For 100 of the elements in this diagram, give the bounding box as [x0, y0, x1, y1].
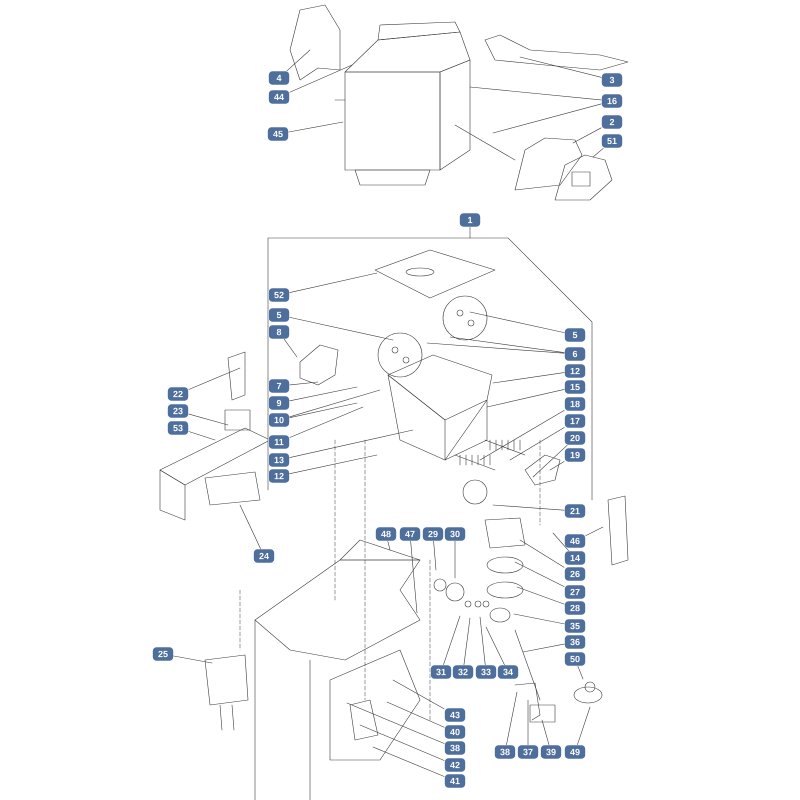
leader-line [284, 339, 298, 358]
callout-number: 6 [564, 346, 586, 362]
callout-number: 7 [268, 378, 290, 394]
callout-number: 9 [268, 396, 290, 410]
leader-line [480, 410, 564, 460]
callout-number: 32 [452, 664, 474, 680]
leader-line [410, 541, 418, 614]
leader-line [290, 272, 378, 293]
leader-line [174, 656, 212, 664]
callout-number: 5 [564, 328, 586, 342]
callout-number: 28 [564, 600, 586, 616]
callout-number: 16 [601, 94, 623, 108]
leader-line [392, 680, 444, 710]
callout-number: 33 [475, 664, 497, 680]
leader-line [510, 427, 564, 460]
callout-number: 25 [152, 646, 174, 662]
leader-line [592, 148, 604, 158]
leader-line [188, 431, 216, 440]
callout-number: 8 [268, 324, 290, 340]
callout-number: 13 [268, 452, 290, 468]
callout-number: 17 [564, 414, 586, 428]
leader-line [550, 461, 564, 470]
callout-number: 51 [601, 134, 623, 148]
leader-line [492, 504, 564, 511]
leader-line [470, 86, 602, 100]
callout-number: 42 [444, 758, 466, 772]
leader-line [240, 504, 261, 549]
leader-line [552, 532, 569, 551]
callout-number: 2 [601, 114, 623, 130]
callout-number: 30 [444, 526, 466, 542]
leader-line [450, 336, 564, 353]
callout-number: 50 [564, 652, 586, 666]
leader-line [470, 312, 564, 333]
leader-line [188, 368, 240, 390]
callout-number: 43 [444, 708, 466, 722]
callout-number: 49 [564, 744, 586, 760]
callout-number: 34 [497, 664, 519, 680]
callout-number: 19 [564, 448, 586, 462]
callout-number: 24 [253, 548, 275, 564]
leader-line [454, 541, 456, 578]
callout-number: 26 [564, 566, 586, 582]
callout-number: 31 [430, 664, 452, 680]
callout-number: 12 [268, 468, 290, 484]
leader-line [572, 128, 602, 144]
callout-number: 11 [268, 434, 290, 450]
leader-line [290, 430, 414, 458]
leader-line [290, 382, 318, 386]
callout-number: 39 [540, 744, 562, 760]
leader-line [514, 614, 564, 624]
callout-number: 47 [399, 526, 421, 542]
callout-number: 20 [564, 430, 586, 446]
callout-number: 46 [564, 534, 586, 548]
leader-line [520, 56, 602, 78]
leader-line [426, 342, 564, 354]
callout-number: 12 [564, 364, 586, 378]
callout-number: 37 [517, 744, 539, 760]
callout-number: 14 [564, 550, 586, 566]
leader-line [492, 104, 602, 134]
leader-line [522, 644, 564, 652]
callout-number: 29 [422, 526, 444, 542]
leader-line [542, 720, 550, 745]
callout-number: 3 [601, 72, 623, 88]
leader-line [532, 445, 568, 478]
callout-number: 44 [268, 90, 290, 104]
leader-line [443, 616, 460, 665]
leader-line [464, 618, 470, 665]
callout-number: 22 [167, 386, 189, 402]
leader-line [486, 389, 564, 408]
leader-line [433, 541, 436, 570]
callout-number: 18 [564, 396, 586, 412]
callout-number: 45 [267, 126, 289, 142]
leader-line [516, 586, 564, 604]
leader-line [290, 64, 352, 93]
callout-number: 35 [564, 618, 586, 634]
leader-line [290, 386, 358, 402]
leader-line [290, 406, 364, 438]
leader-line [586, 526, 604, 536]
leader-line [372, 746, 444, 777]
callout-number: 5 [268, 308, 290, 322]
callout-number: 27 [564, 584, 586, 600]
leader-line [506, 692, 518, 745]
leader-line [288, 122, 344, 132]
callout-number: 48 [375, 526, 397, 542]
leader-line [578, 666, 584, 680]
callout-number: 23 [167, 404, 189, 418]
leader-line [360, 724, 444, 761]
leader-line [514, 562, 564, 587]
callout-number: 4 [268, 70, 290, 86]
callout-number: 38 [494, 744, 516, 760]
leader-line [290, 402, 358, 418]
leader-line [577, 706, 590, 745]
leader-line [492, 372, 564, 384]
leader-line [480, 616, 486, 665]
leader-line [486, 626, 505, 665]
leader-line [290, 317, 394, 340]
leader-line [286, 50, 310, 71]
callout-number: 53 [167, 420, 189, 436]
leader-line [386, 702, 444, 728]
callout-number: 10 [268, 412, 290, 428]
callout-number: 1 [459, 212, 481, 228]
